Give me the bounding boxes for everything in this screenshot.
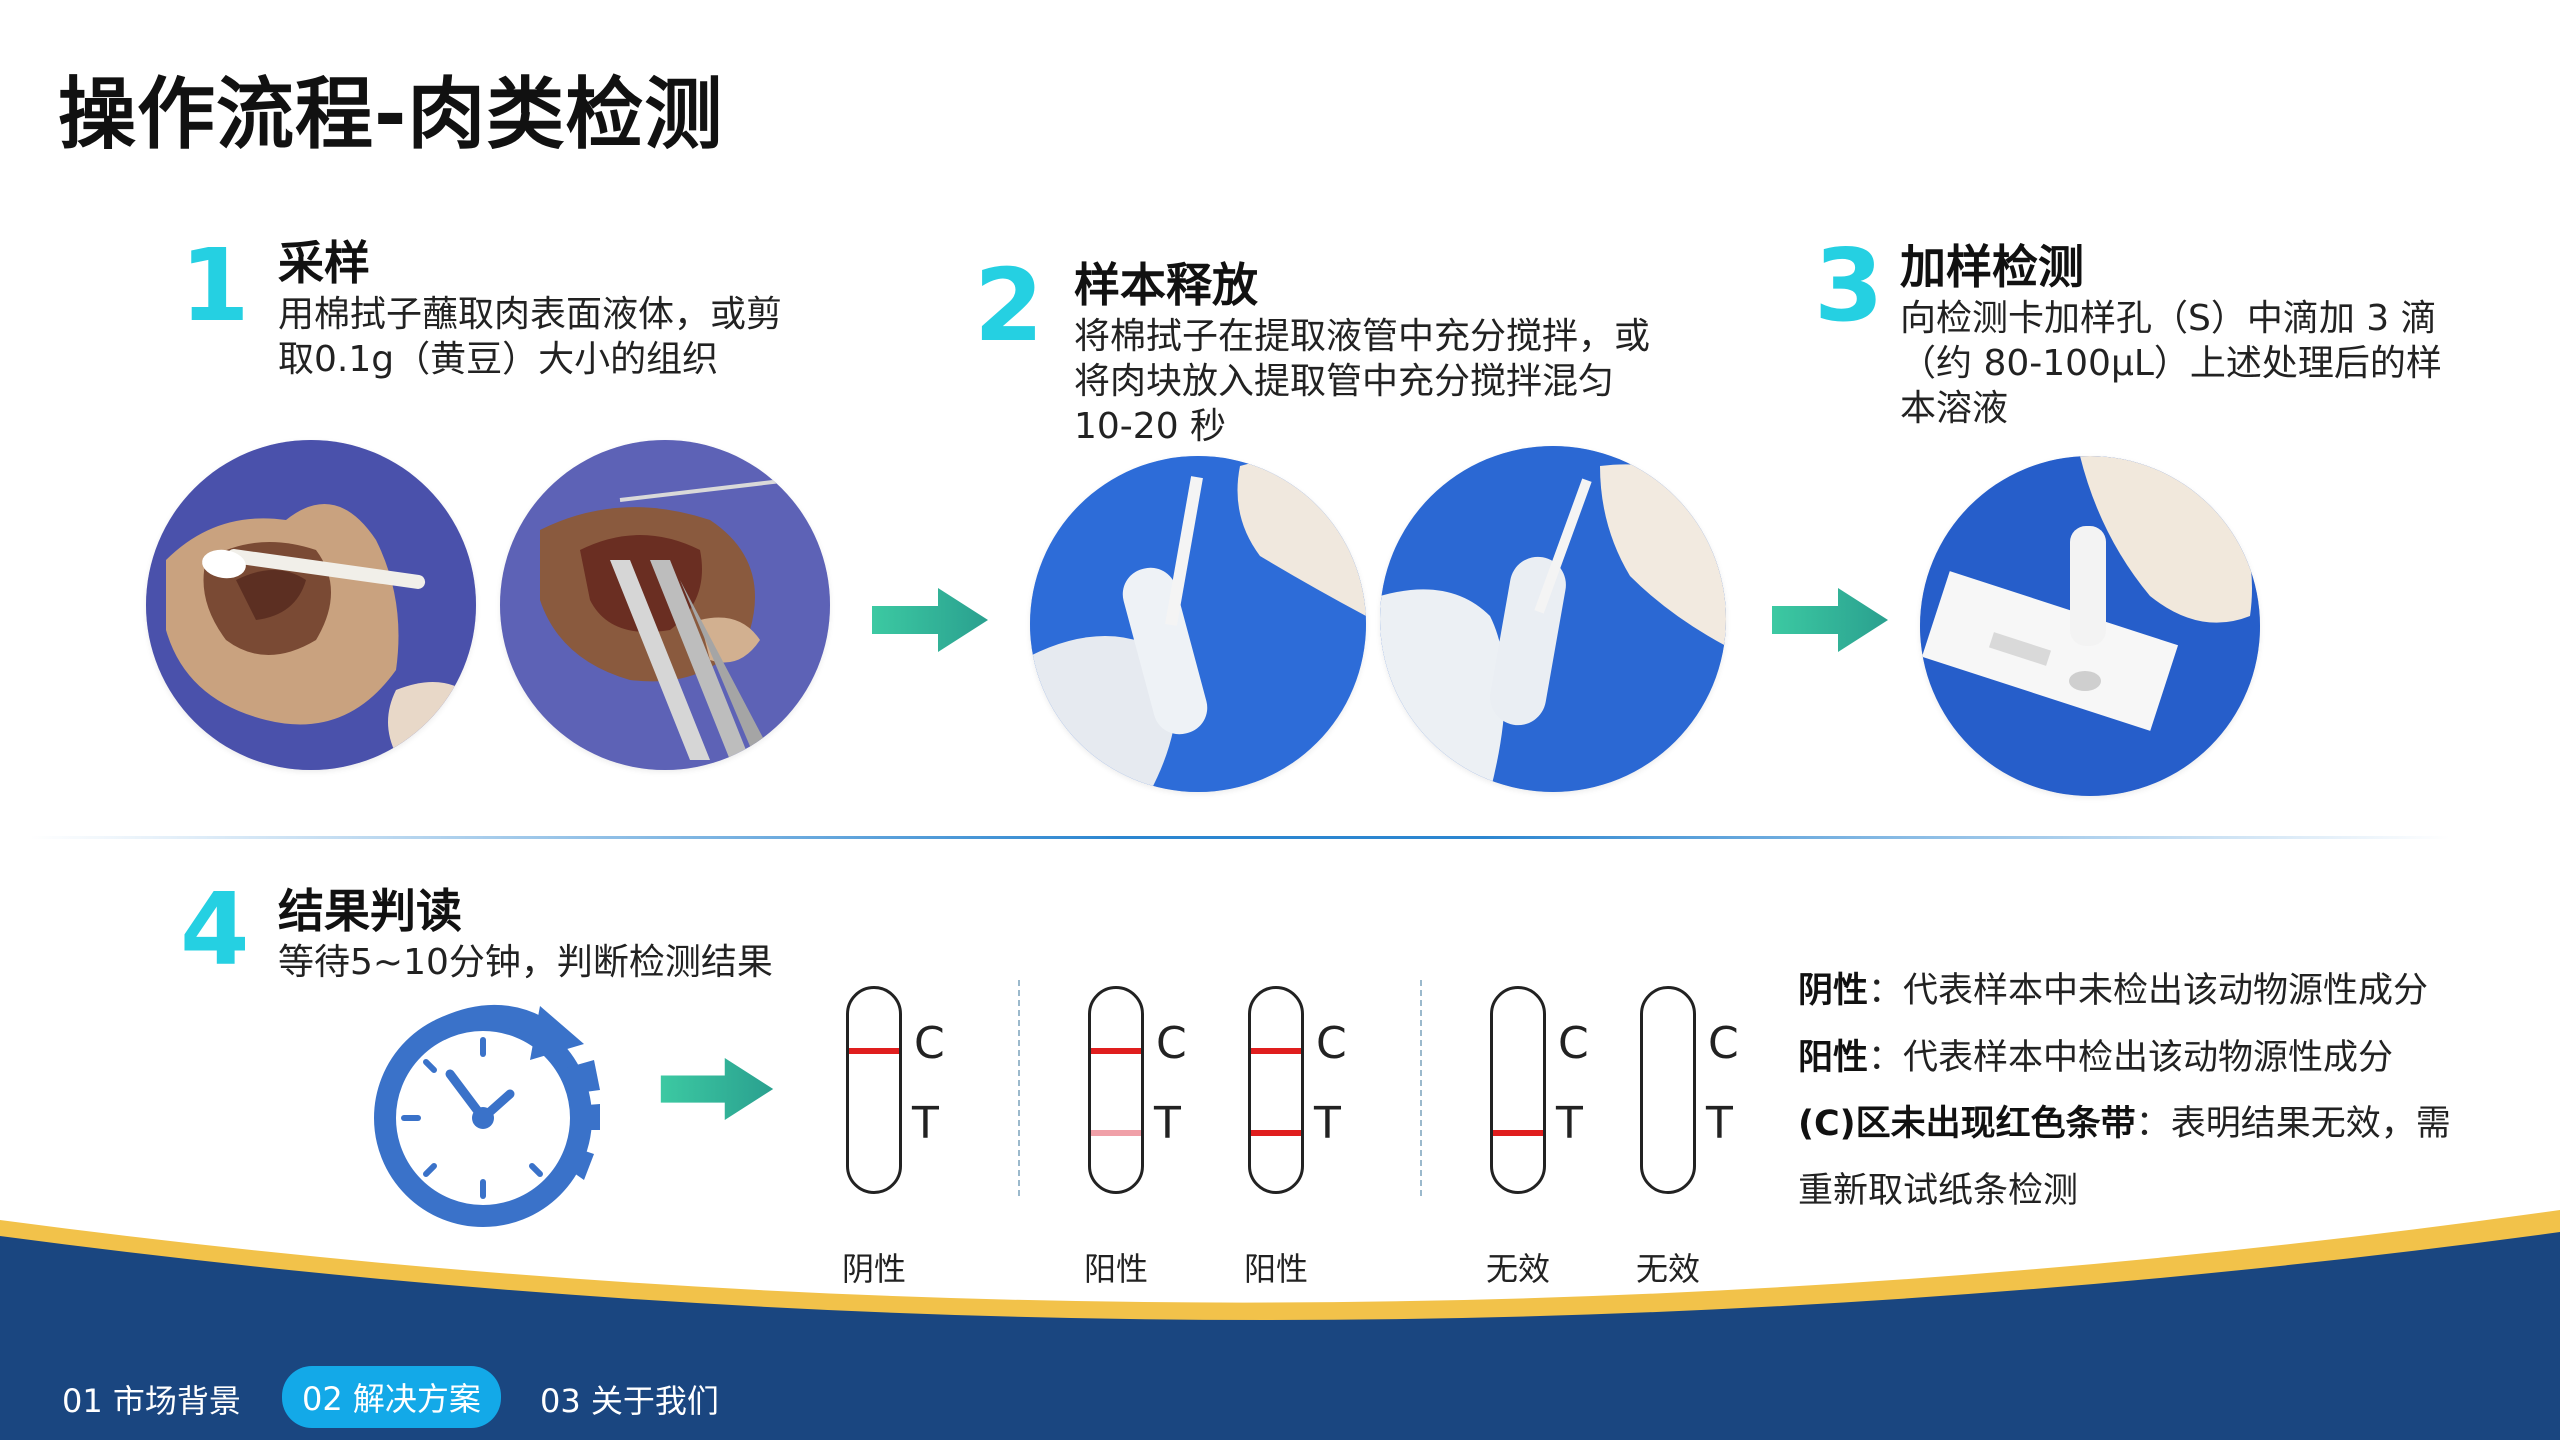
test-letter: T [1314,1098,1341,1149]
clock-icon [374,1005,600,1227]
step-4-desc: 等待5~10分钟，判断检测结果 [278,940,773,985]
test-letter: T [912,1098,939,1149]
legend-positive: 阳性：代表样本中检出该动物源性成分 [1798,1025,2518,1092]
step-2-desc-line: 10-20 秒 [1074,406,1227,447]
step-2-desc: 将棉拭子在提取液管中充分搅拌，或 将肉块放入提取管中充分搅拌混匀 10-20 秒 [1074,314,1650,449]
test-letter: T [1706,1098,1733,1149]
step-2-desc-line: 将棉拭子在提取液管中充分搅拌，或 [1074,316,1651,357]
right-arrow-icon [1772,588,1888,652]
test-strip [1490,986,1546,1194]
section-divider [30,836,2450,839]
strip-separator [1018,980,1020,1196]
control-letter: C [914,1018,945,1069]
control-letter: C [1316,1018,1347,1069]
step-3-desc-line: （约 80-100μL）上述处理后的样 [1900,343,2442,384]
legend-text: ：表明结果无效，需 [2135,1104,2451,1144]
control-band [1251,1048,1301,1054]
legend-negative: 阴性：代表样本中未检出该动物源性成分 [1798,958,2518,1025]
test-strip [1088,986,1144,1194]
sample-swab-photo [146,440,476,770]
strip-result-label: 阴性 [841,1250,906,1288]
result-legend: 阴性：代表样本中未检出该动物源性成分 阳性：代表样本中检出该动物源性成分 (C)… [1798,958,2518,1224]
nav-solution[interactable]: 02 解决方案 [282,1366,501,1428]
step-1-title: 采样 [278,236,370,290]
right-arrow-icon [872,588,988,652]
strip-separator [1420,980,1422,1196]
step-3-desc-line: 向检测卡加样孔（S）中滴加 3 滴 [1900,298,2437,339]
legend-text: ：代表样本中未检出该动物源性成分 [1868,971,2429,1011]
step-3-title: 加样检测 [1900,240,2084,294]
legend-term: 阳性 [1798,1037,1869,1078]
step-1-desc: 用棉拭子蘸取肉表面液体，或剪 取0.1g（黄豆）大小的组织 [278,292,782,382]
step-3-desc-line: 本溶液 [1900,388,2009,429]
release-swab-photo [1030,456,1366,792]
step-2-title: 样本释放 [1074,258,1258,312]
step-4-title: 结果判读 [278,884,462,938]
legend-term: (C)区未出现红色条带 [1798,1104,2136,1144]
test-strip [1640,986,1696,1194]
footer-wave [0,1210,2560,1440]
test-band [1493,1130,1543,1136]
test-band [1251,1130,1301,1136]
legend-invalid-cont: 重新取试纸条检测 [1798,1158,2518,1225]
legend-invalid: (C)区未出现红色条带：表明结果无效，需 [1798,1091,2518,1158]
control-letter: C [1558,1018,1589,1069]
control-band [1091,1048,1141,1054]
legend-text: ：代表样本中检出该动物源性成分 [1868,1037,2394,1078]
control-letter: C [1708,1018,1739,1069]
release-mix-photo [1380,446,1726,792]
step-3-number: 3 [1814,227,1884,344]
right-arrow-icon [660,1058,774,1120]
legend-term: 阴性 [1798,971,1869,1011]
page-title: 操作流程-肉类检测 [58,70,724,160]
legend-text: 重新取试纸条检测 [1798,1170,2079,1211]
step-1-desc-line: 取0.1g（黄豆）大小的组织 [278,339,719,380]
strip-result-label: 无效 [1635,1250,1700,1288]
strip-result-label: 阳性 [1083,1250,1148,1288]
step-2-desc-line: 将肉块放入提取管中充分搅拌混匀 [1074,361,1615,402]
test-strip [846,986,902,1194]
control-letter: C [1156,1018,1187,1069]
step-4-number: 4 [180,871,250,988]
test-letter: T [1556,1098,1583,1149]
sample-cut-photo [500,440,830,770]
strip-result-label: 无效 [1485,1250,1550,1288]
step-1-number: 1 [180,227,250,344]
step-4-desc-line: 等待5~10分钟，判断检测结果 [278,942,773,983]
step-2-number: 2 [974,247,1044,364]
step-3-desc: 向检测卡加样孔（S）中滴加 3 滴 （约 80-100μL）上述处理后的样 本溶… [1900,296,2442,431]
step-1-desc-line: 用棉拭子蘸取肉表面液体，或剪 [278,294,783,335]
nav-market-background[interactable]: 01 市场背景 [62,1382,241,1420]
test-letter: T [1154,1098,1181,1149]
test-strip [1248,986,1304,1194]
add-sample-photo [1920,456,2260,796]
control-band [849,1048,899,1054]
test-band [1091,1130,1141,1136]
strip-result-label: 阳性 [1243,1250,1308,1288]
nav-about-us[interactable]: 03 关于我们 [540,1382,719,1420]
